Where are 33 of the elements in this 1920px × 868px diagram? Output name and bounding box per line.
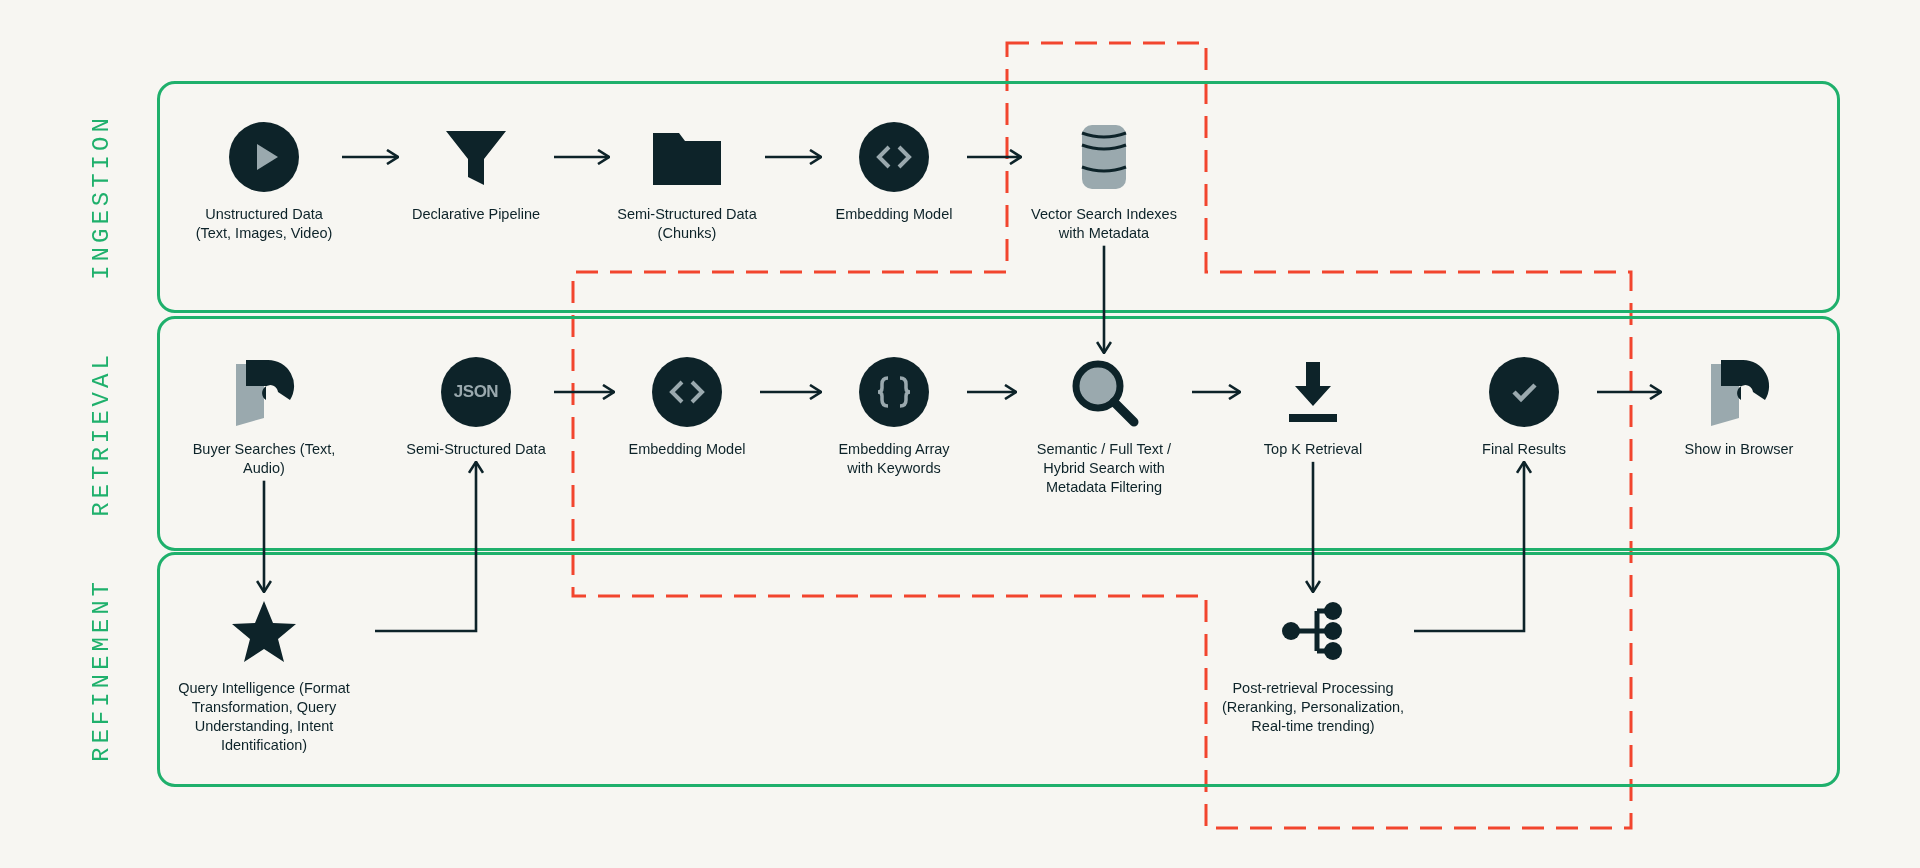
lane-label: INGESTION xyxy=(87,114,115,280)
step-label: Semantic / Full Text / Hybrid Search with Metadata Filtering xyxy=(1035,440,1173,497)
step-label: Post-retrieval Processing (Reranking, Personalization, Real-time trending) xyxy=(1220,679,1406,736)
arrow xyxy=(1414,460,1533,633)
step-label: Show in Browser xyxy=(1684,440,1794,459)
step-label: Declarative Pipeline xyxy=(411,205,541,224)
arrow xyxy=(760,383,823,401)
step-label: Embedding Array with Keywords xyxy=(837,440,951,478)
step-label: Top K Retrieval xyxy=(1263,440,1363,459)
step-label: Final Results xyxy=(1482,440,1566,459)
arrow xyxy=(1095,245,1113,355)
arrow xyxy=(967,383,1018,401)
step-label: Unstructured Data (Text, Images, Video) xyxy=(194,205,334,243)
step-label: Semi-Structured Data (Chunks) xyxy=(616,205,758,243)
lane-label: RETRIEVAL xyxy=(87,350,115,517)
arrow xyxy=(342,148,400,166)
badge-label: JSON xyxy=(453,382,499,402)
arrow xyxy=(554,383,616,401)
lane-label: REFINEMENT xyxy=(87,577,115,762)
arrow xyxy=(765,148,823,166)
step-label: Query Intelligence (Format Transformation, Query Understanding, Intent Identification) xyxy=(177,679,351,755)
step-label: Embedding Model xyxy=(835,205,953,224)
arrow xyxy=(1597,383,1663,401)
arrow xyxy=(1192,383,1242,401)
arrow xyxy=(554,148,611,166)
arrow xyxy=(375,460,485,633)
arrow xyxy=(967,148,1023,166)
arrow xyxy=(255,480,273,594)
step-label: Vector Search Indexes with Metadata xyxy=(1030,205,1178,243)
arrow xyxy=(1304,461,1322,594)
step-label: Embedding Model xyxy=(628,440,746,459)
step-label: Semi-Structured Data xyxy=(406,440,546,459)
step-label: Buyer Searches (Text, Audio) xyxy=(191,440,337,478)
